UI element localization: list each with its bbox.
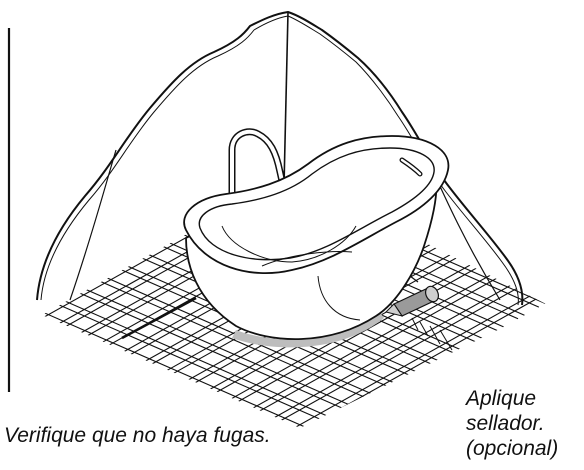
caption-check-leaks: Verifique que no haya fugas.: [4, 424, 271, 447]
sealant-arrow: [409, 275, 419, 283]
floor-grid-line: [46, 298, 331, 425]
caption-apply-sealant-line-3: (opcional): [466, 437, 559, 460]
floor-grid-line: [247, 263, 524, 419]
caption-apply-sealant: Aplique sellador. (opcional): [466, 386, 558, 461]
curtain-left-fold: [69, 149, 117, 301]
bathtub-inner-rim: [198, 147, 435, 261]
caption-apply-sealant-line-2: sellador.: [466, 412, 545, 435]
floor-grid-line: [67, 287, 352, 413]
floor-grid-line: [73, 283, 358, 410]
floor-edge-ticks: [411, 317, 453, 351]
curtain-inner-outline: [40, 15, 519, 306]
floor-edge-dark: [121, 296, 197, 340]
sealant-tube: [385, 285, 440, 317]
floor-grid-line: [262, 269, 538, 425]
sealant-bead: [232, 312, 384, 348]
floor-grid-line: [88, 275, 373, 401]
floor-grid-line: [240, 260, 517, 416]
floor-grid-line: [269, 272, 545, 428]
floor-grid-line: [42, 307, 317, 428]
bathtub-basin: [221, 225, 357, 263]
floor-grid-line: [52, 295, 338, 421]
floor-grid-line: [283, 279, 548, 428]
caption-apply-sealant-line-1: Aplique: [466, 387, 537, 410]
curtain-pole: [283, 11, 289, 187]
floor-grid-line: [226, 253, 502, 409]
curtain-outline: [36, 10, 524, 306]
